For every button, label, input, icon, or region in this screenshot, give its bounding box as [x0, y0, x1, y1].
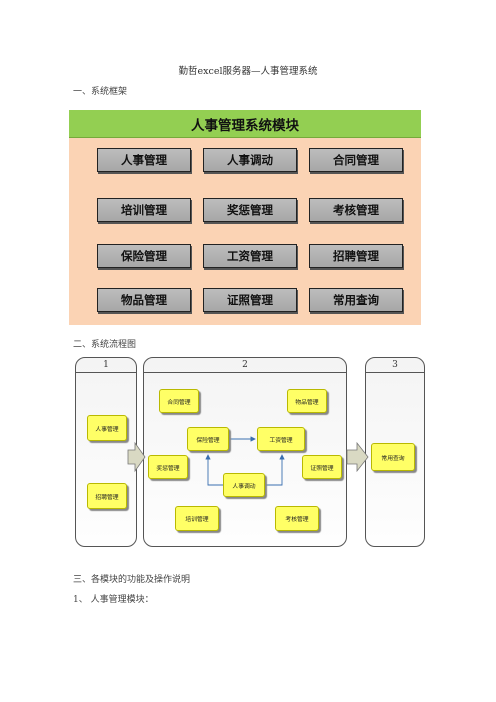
flow-node-items[interactable]: 物品管理: [287, 389, 327, 413]
subsection-heading-personnel: 1、 人事管理模块：: [73, 595, 154, 605]
flow-node-reward[interactable]: 奖惩管理: [148, 455, 188, 479]
system-framework: 人事管理系统模块 人事管理 人事调动 合同管理 培训管理 奖惩管理 考核管理 保…: [69, 110, 421, 325]
section-heading-flow: 二、系统流程图: [73, 340, 137, 350]
big-arrow-2-to-3: [346, 441, 369, 473]
flow-node-insurance[interactable]: 保险管理: [187, 427, 229, 451]
module-recruitment[interactable]: 招聘管理: [309, 244, 403, 268]
big-arrow-1-to-2: [127, 441, 146, 473]
module-assessment[interactable]: 考核管理: [309, 198, 403, 222]
module-training[interactable]: 培训管理: [97, 198, 191, 222]
system-flow-chart: 1 2 3 人事管理 招聘管理 合同管理 物品管理 保险管理 工资管理 奖惩管理…: [75, 357, 425, 547]
arrow-transfer-to-insurance: [205, 454, 223, 486]
section-heading-framework: 一、系统框架: [73, 87, 128, 97]
module-items[interactable]: 物品管理: [97, 288, 191, 312]
module-query[interactable]: 常用查询: [309, 288, 403, 312]
flow-node-recruitment[interactable]: 招聘管理: [87, 483, 127, 509]
module-insurance[interactable]: 保险管理: [97, 244, 191, 268]
framework-header: 人事管理系统模块: [69, 110, 421, 138]
panel-3-label: 3: [366, 358, 424, 373]
panel-1-label: 1: [76, 358, 136, 373]
arrow-transfer-to-salary: [263, 454, 285, 486]
flow-node-query[interactable]: 常用查询: [371, 443, 415, 471]
flow-node-training[interactable]: 培训管理: [175, 506, 219, 531]
flow-node-salary[interactable]: 工资管理: [257, 427, 305, 451]
panel-2-label: 2: [144, 358, 346, 373]
module-transfer[interactable]: 人事调动: [203, 148, 297, 172]
module-reward[interactable]: 奖惩管理: [203, 198, 297, 222]
module-salary[interactable]: 工资管理: [203, 244, 297, 268]
flow-node-license[interactable]: 证照管理: [302, 455, 342, 479]
module-personnel[interactable]: 人事管理: [97, 148, 191, 172]
module-contract[interactable]: 合同管理: [309, 148, 403, 172]
section-heading-modules: 三、各模块的功能及操作说明: [73, 575, 191, 585]
flow-panel-1: 1: [75, 357, 137, 547]
flow-node-assessment[interactable]: 考核管理: [275, 506, 319, 531]
module-license[interactable]: 证照管理: [203, 288, 297, 312]
document-title: 勤哲excel服务器—人事管理系统: [178, 66, 318, 77]
flow-node-transfer[interactable]: 人事调动: [223, 473, 265, 497]
flow-node-personnel[interactable]: 人事管理: [87, 415, 127, 441]
flow-node-contract[interactable]: 合同管理: [159, 389, 199, 413]
flow-arrows: [127, 436, 369, 486]
